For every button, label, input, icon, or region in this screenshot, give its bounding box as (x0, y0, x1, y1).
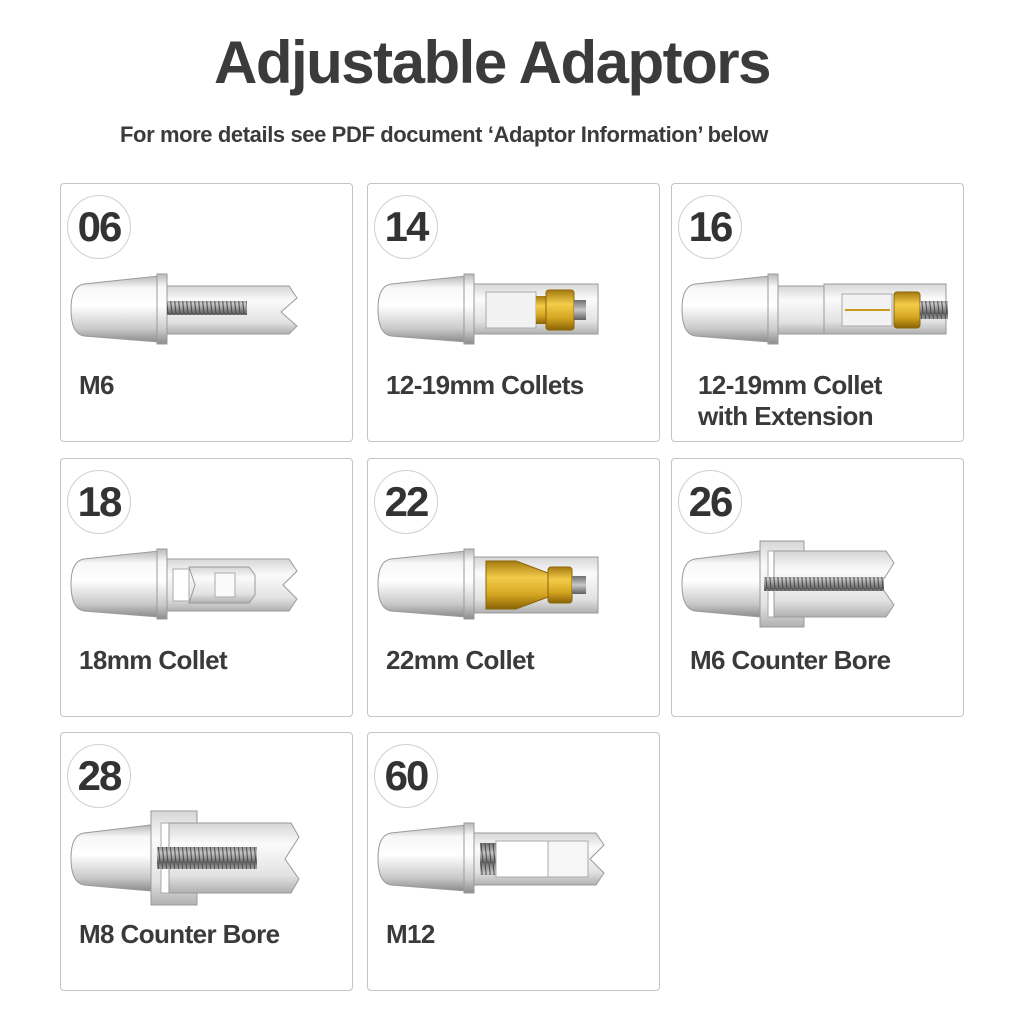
page-subtitle: For more details see PDF document ‘Adapt… (120, 122, 768, 147)
adaptor-card-22[interactable]: 22 22mm Collet (367, 458, 660, 717)
adaptor-card-18[interactable]: 18 18mm Collet (60, 458, 353, 717)
adaptor-card-06[interactable]: 06 M6 (60, 183, 353, 442)
adaptor-label: M6 (79, 370, 115, 400)
adaptor-label: M6 Counter Bore (690, 645, 891, 675)
adaptor-label: M12 (386, 919, 435, 949)
silver-collet-adaptor-illustration (70, 548, 298, 620)
adaptor-number-badge: 60 (374, 744, 438, 808)
adaptor-number-badge: 16 (678, 195, 742, 259)
adaptor-card-26[interactable]: 26 M6 Counter Bore (671, 458, 964, 717)
adaptor-label-line-1: 12-19mm Collet (698, 370, 882, 400)
adaptor-label: 18mm Collet (79, 645, 228, 675)
brass-cone-collet-adaptor-illustration (377, 548, 599, 620)
adaptor-number-badge: 18 (67, 470, 131, 534)
page-title: Adjustable Adaptors (213, 29, 772, 96)
adaptor-card-60[interactable]: 60 M12 (367, 732, 660, 991)
adaptor-number-badge: 28 (67, 744, 131, 808)
adaptor-label: 22mm Collet (386, 645, 535, 675)
adaptor-number-badge: 26 (678, 470, 742, 534)
adaptor-number-badge: 14 (374, 195, 438, 259)
adaptor-label: 12-19mm Collets (386, 370, 584, 400)
adaptor-number-badge: 22 (374, 470, 438, 534)
m8-counter-bore-adaptor-illustration (70, 810, 300, 906)
brass-collet-adaptor-illustration (377, 273, 599, 345)
adaptor-label: M8 Counter Bore (79, 919, 280, 949)
m6-counter-bore-adaptor-illustration (681, 540, 895, 628)
adaptor-label-line-2: with Extension (698, 401, 874, 431)
adaptor-card-16[interactable]: 16 12-19mm Collet with Extension (671, 183, 964, 442)
adaptor-label: 12-19mm Collet with Extension (698, 370, 882, 432)
m12-stud-adaptor-illustration (377, 822, 605, 894)
adaptor-card-14[interactable]: 14 12-19mm Collets (367, 183, 660, 442)
collet-extension-adaptor-illustration (681, 273, 948, 345)
adaptor-number-badge: 06 (67, 195, 131, 259)
threaded-rod-adaptor-illustration (70, 273, 298, 345)
adaptor-card-28[interactable]: 28 M8 Counter Bore (60, 732, 353, 991)
